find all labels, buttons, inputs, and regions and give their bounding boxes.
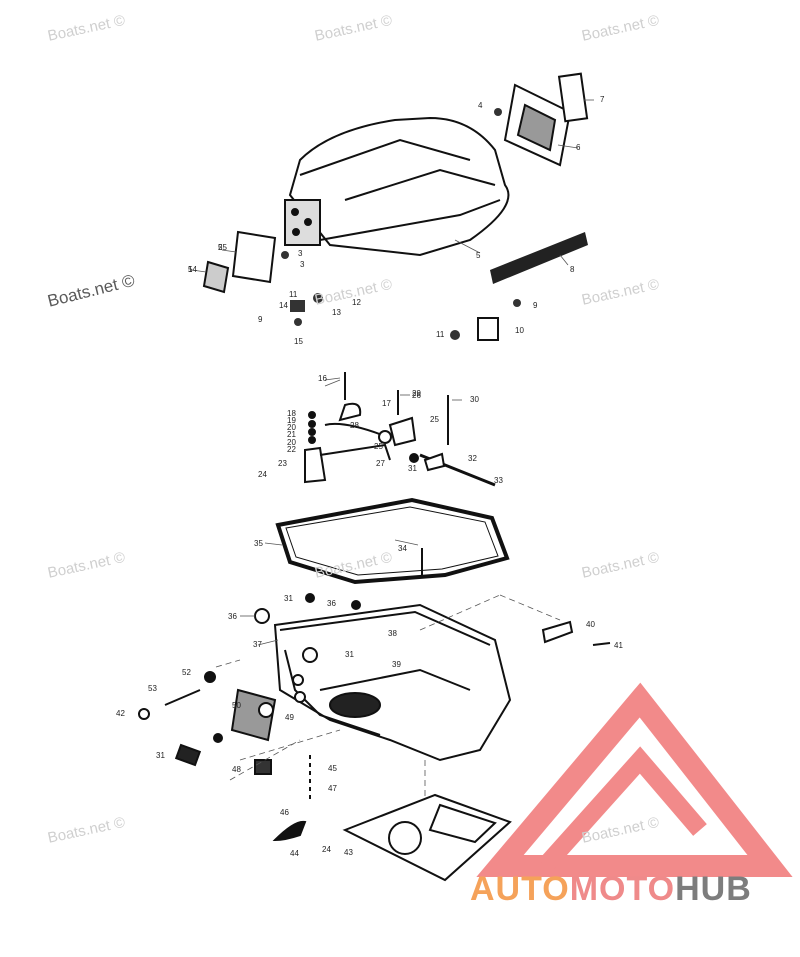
callout-number: 25	[374, 442, 383, 451]
callout-number: 19	[287, 416, 296, 425]
callout-number: 16	[318, 374, 327, 383]
rear-plate	[503, 83, 572, 167]
callout-number: 3	[300, 260, 305, 269]
callout-number: 28	[350, 421, 359, 430]
callout-labels: 1233456789910111112131415161718192020212…	[116, 95, 623, 858]
callout-number: 27	[376, 459, 385, 468]
callout-number: 45	[328, 764, 337, 773]
callout-number: 25	[430, 415, 439, 424]
callout-number: 42	[116, 709, 125, 718]
callout-number: 14	[279, 301, 288, 310]
callout-number: 34	[398, 544, 407, 553]
callout-number: 11	[289, 290, 298, 299]
callout-number: 38	[388, 629, 397, 638]
callout-number: 44	[290, 849, 299, 858]
callout-number: 31	[408, 464, 417, 473]
callout-number: 30	[470, 395, 479, 404]
linkage-assembly	[304, 372, 496, 487]
callout-number: 1	[188, 265, 193, 274]
leader-lines	[191, 99, 594, 800]
brand-wordmark: AUTOMOTOHUB	[470, 870, 752, 909]
upper-hardware	[281, 108, 521, 341]
callout-number: 48	[232, 765, 241, 774]
callout-number: 37	[253, 640, 262, 649]
callout-number: 4	[478, 101, 483, 110]
bottom-cowl	[273, 603, 512, 762]
callout-number: 20	[287, 423, 296, 432]
callout-number: 7	[600, 95, 605, 104]
lower-hardware	[138, 548, 611, 842]
callout-number: 43	[344, 848, 353, 857]
callout-number: 2	[218, 243, 223, 252]
callout-number: 50	[232, 701, 241, 710]
automotohub-logo	[476, 682, 793, 877]
callout-number: 35	[254, 539, 263, 548]
callout-number: 31	[345, 650, 354, 659]
callout-number: 18	[287, 409, 296, 418]
decal-7	[557, 72, 589, 123]
brand-part-hub: HUB	[675, 870, 752, 908]
callout-number: 53	[148, 684, 157, 693]
callout-number: 15	[294, 337, 303, 346]
callout-number: 11	[436, 330, 445, 339]
callout-number: 33	[494, 476, 503, 485]
callout-number: 41	[614, 641, 623, 650]
callout-number: 17	[382, 399, 391, 408]
callout-number: 8	[570, 265, 575, 274]
callout-number: 5	[476, 251, 481, 260]
callout-number: 32	[468, 454, 477, 463]
callout-number: 12	[352, 298, 361, 307]
callout-number: 54	[188, 265, 197, 274]
callout-number: 21	[287, 430, 296, 439]
callout-number: 10	[515, 326, 524, 335]
top-cowl	[284, 116, 510, 257]
callout-number: 29	[412, 389, 421, 398]
callout-number: 26	[412, 391, 421, 400]
gasket-44	[342, 793, 512, 882]
callout-number: 40	[586, 620, 595, 629]
seal-35	[275, 497, 510, 585]
callout-number: 20	[287, 438, 296, 447]
callout-number: 55	[218, 243, 227, 252]
front-plates	[202, 230, 277, 294]
callout-number: 23	[278, 459, 287, 468]
callout-number: 24	[322, 845, 331, 854]
callout-number: 13	[332, 308, 341, 317]
callout-number: 52	[182, 668, 191, 677]
callout-number: 9	[533, 301, 538, 310]
callout-number: 36	[228, 612, 237, 621]
callout-number: 3	[298, 249, 303, 258]
decal-8	[490, 232, 588, 284]
brand-part-auto: AUTO	[470, 870, 570, 908]
callout-number: 39	[392, 660, 401, 669]
callout-number: 9	[258, 315, 263, 324]
callout-number: 31	[156, 751, 165, 760]
callout-number: 36	[327, 599, 336, 608]
callout-number: 24	[258, 470, 267, 479]
callout-number: 22	[287, 445, 296, 454]
callout-number: 6	[576, 143, 581, 152]
brand-part-moto: MOTO	[569, 870, 676, 908]
callout-number: 47	[328, 784, 337, 793]
callout-number: 31	[284, 594, 293, 603]
callout-number: 49	[285, 713, 294, 722]
callout-number: 46	[280, 808, 289, 817]
